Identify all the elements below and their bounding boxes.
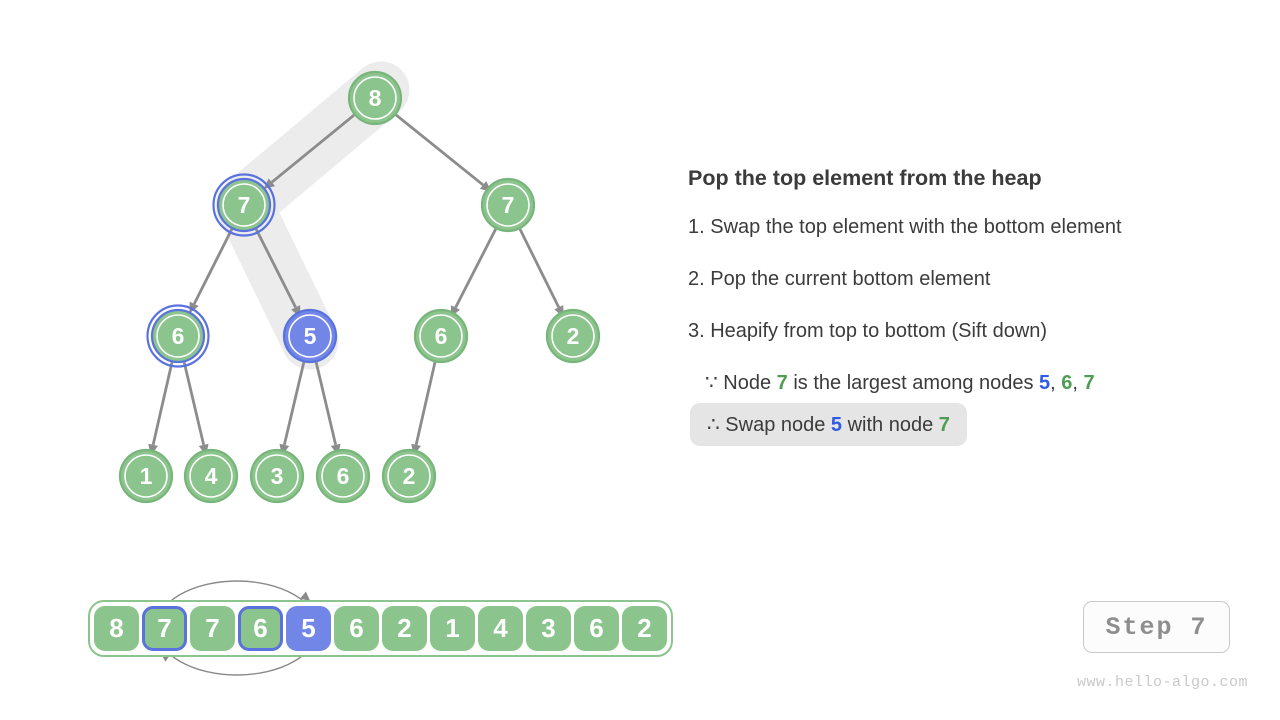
swap-arrowhead xyxy=(300,591,311,602)
array-cell-8: 4 xyxy=(478,606,523,651)
node-inner-ring xyxy=(486,183,530,227)
text-segment: , xyxy=(1050,372,1062,394)
tree-node: 3 xyxy=(249,448,305,504)
because-note: ∵ Node 7 is the largest among nodes 5, 6… xyxy=(705,370,1095,395)
node-inner-ring xyxy=(288,314,332,358)
tree-edge xyxy=(270,113,355,184)
node-value: 6 xyxy=(172,323,185,349)
node-circle xyxy=(413,308,469,364)
step-item-1: 1. Swap the top element with the bottom … xyxy=(688,216,1122,238)
tree-node: 8 xyxy=(347,70,403,126)
therefore-callout: ∴ Swap node 5 with node 7 xyxy=(690,403,967,446)
node-ref-7: 7 xyxy=(776,372,788,394)
node-circle xyxy=(249,448,305,504)
node-value: 3 xyxy=(271,463,284,489)
tree-edge xyxy=(414,362,437,446)
node-circle xyxy=(347,70,403,126)
tree-edge xyxy=(518,228,561,308)
node-ref-5: 5 xyxy=(1039,372,1051,394)
tree-edge xyxy=(395,113,484,187)
node-value: 7 xyxy=(502,192,515,218)
tree-edge xyxy=(192,228,234,305)
node-circle xyxy=(118,448,174,504)
node-ref-5: 5 xyxy=(830,414,843,436)
tree-edge xyxy=(254,228,297,309)
node-value: 5 xyxy=(304,323,317,349)
array-cell-11: 2 xyxy=(622,606,667,651)
text-segment: , xyxy=(1072,372,1084,394)
node-value: 8 xyxy=(369,85,382,111)
node-inner-ring xyxy=(255,454,299,498)
tree-node: 6 xyxy=(315,448,371,504)
node-value: 4 xyxy=(205,463,218,489)
step-button[interactable]: Step 7 xyxy=(1083,601,1230,653)
node-inner-ring xyxy=(156,314,200,358)
tree-node: 2 xyxy=(381,448,437,504)
node-ref-7: 7 xyxy=(1083,372,1095,394)
tree-edge xyxy=(151,362,174,446)
node-inner-ring xyxy=(353,76,397,120)
node-inner-ring xyxy=(321,454,365,498)
step-item-3: 3. Heapify from top to bottom (Sift down… xyxy=(688,320,1048,342)
array-cell-4: 5 xyxy=(286,606,331,651)
node-circle xyxy=(183,448,239,504)
node-circle xyxy=(545,308,601,364)
array-cell-1: 7 xyxy=(142,606,187,651)
node-inner-ring xyxy=(551,314,595,358)
node-value: 7 xyxy=(238,192,251,218)
node-value: 1 xyxy=(140,463,153,489)
tree-edge-arrowhead xyxy=(189,301,199,314)
node-circle xyxy=(381,448,437,504)
tree-node: 6 xyxy=(413,308,469,364)
tree-node: 7 xyxy=(480,177,536,233)
array-cell-5: 6 xyxy=(334,606,379,651)
text-segment: with node xyxy=(842,414,939,436)
array-cell-2: 7 xyxy=(190,606,235,651)
text-segment: is the largest among nodes xyxy=(787,372,1040,394)
node-ref-6: 6 xyxy=(1061,372,1073,394)
tree-edge xyxy=(454,228,497,309)
node-inner-ring xyxy=(222,183,266,227)
tree-node: 4 xyxy=(183,448,239,504)
node-outer-ring xyxy=(212,173,276,237)
node-circle xyxy=(480,177,536,233)
node-value: 2 xyxy=(403,463,416,489)
node-value: 2 xyxy=(567,323,580,349)
tree-node: 6 xyxy=(146,304,210,368)
node-inner-ring xyxy=(387,454,431,498)
node-value: 6 xyxy=(435,323,448,349)
array-cell-9: 3 xyxy=(526,606,571,651)
node-inner-ring xyxy=(419,314,463,358)
tree-edge xyxy=(282,361,306,446)
step-item-2: 2. Pop the current bottom element xyxy=(688,268,991,290)
node-circle xyxy=(315,448,371,504)
tree-node: 2 xyxy=(545,308,601,364)
text-segment: ∵ Node xyxy=(705,372,777,394)
node-value: 6 xyxy=(337,463,350,489)
node-circle xyxy=(282,308,338,364)
tree-node: 7 xyxy=(212,173,276,237)
panel-title: Pop the top element from the heap xyxy=(688,166,1042,190)
tree-node: 1 xyxy=(118,448,174,504)
tree-edge xyxy=(314,361,338,446)
array-cell-6: 2 xyxy=(382,606,427,651)
array-cell-10: 6 xyxy=(574,606,619,651)
array-cell-7: 1 xyxy=(430,606,475,651)
node-circle xyxy=(150,308,206,364)
node-circle xyxy=(216,177,272,233)
text-segment: ∴ Swap node xyxy=(707,414,831,436)
watermark-url: www.hello-algo.com xyxy=(1077,674,1249,691)
node-ref-7: 7 xyxy=(938,414,950,436)
array-cell-0: 8 xyxy=(94,606,139,651)
tree-edge-arrowhead xyxy=(263,178,276,190)
tree-node: 5 xyxy=(282,308,338,364)
array-cell-3: 6 xyxy=(238,606,283,651)
node-outer-ring xyxy=(146,304,210,368)
step-button-label: Step 7 xyxy=(1105,612,1208,642)
tree-edge xyxy=(182,361,206,446)
node-inner-ring xyxy=(124,454,168,498)
node-inner-ring xyxy=(189,454,233,498)
